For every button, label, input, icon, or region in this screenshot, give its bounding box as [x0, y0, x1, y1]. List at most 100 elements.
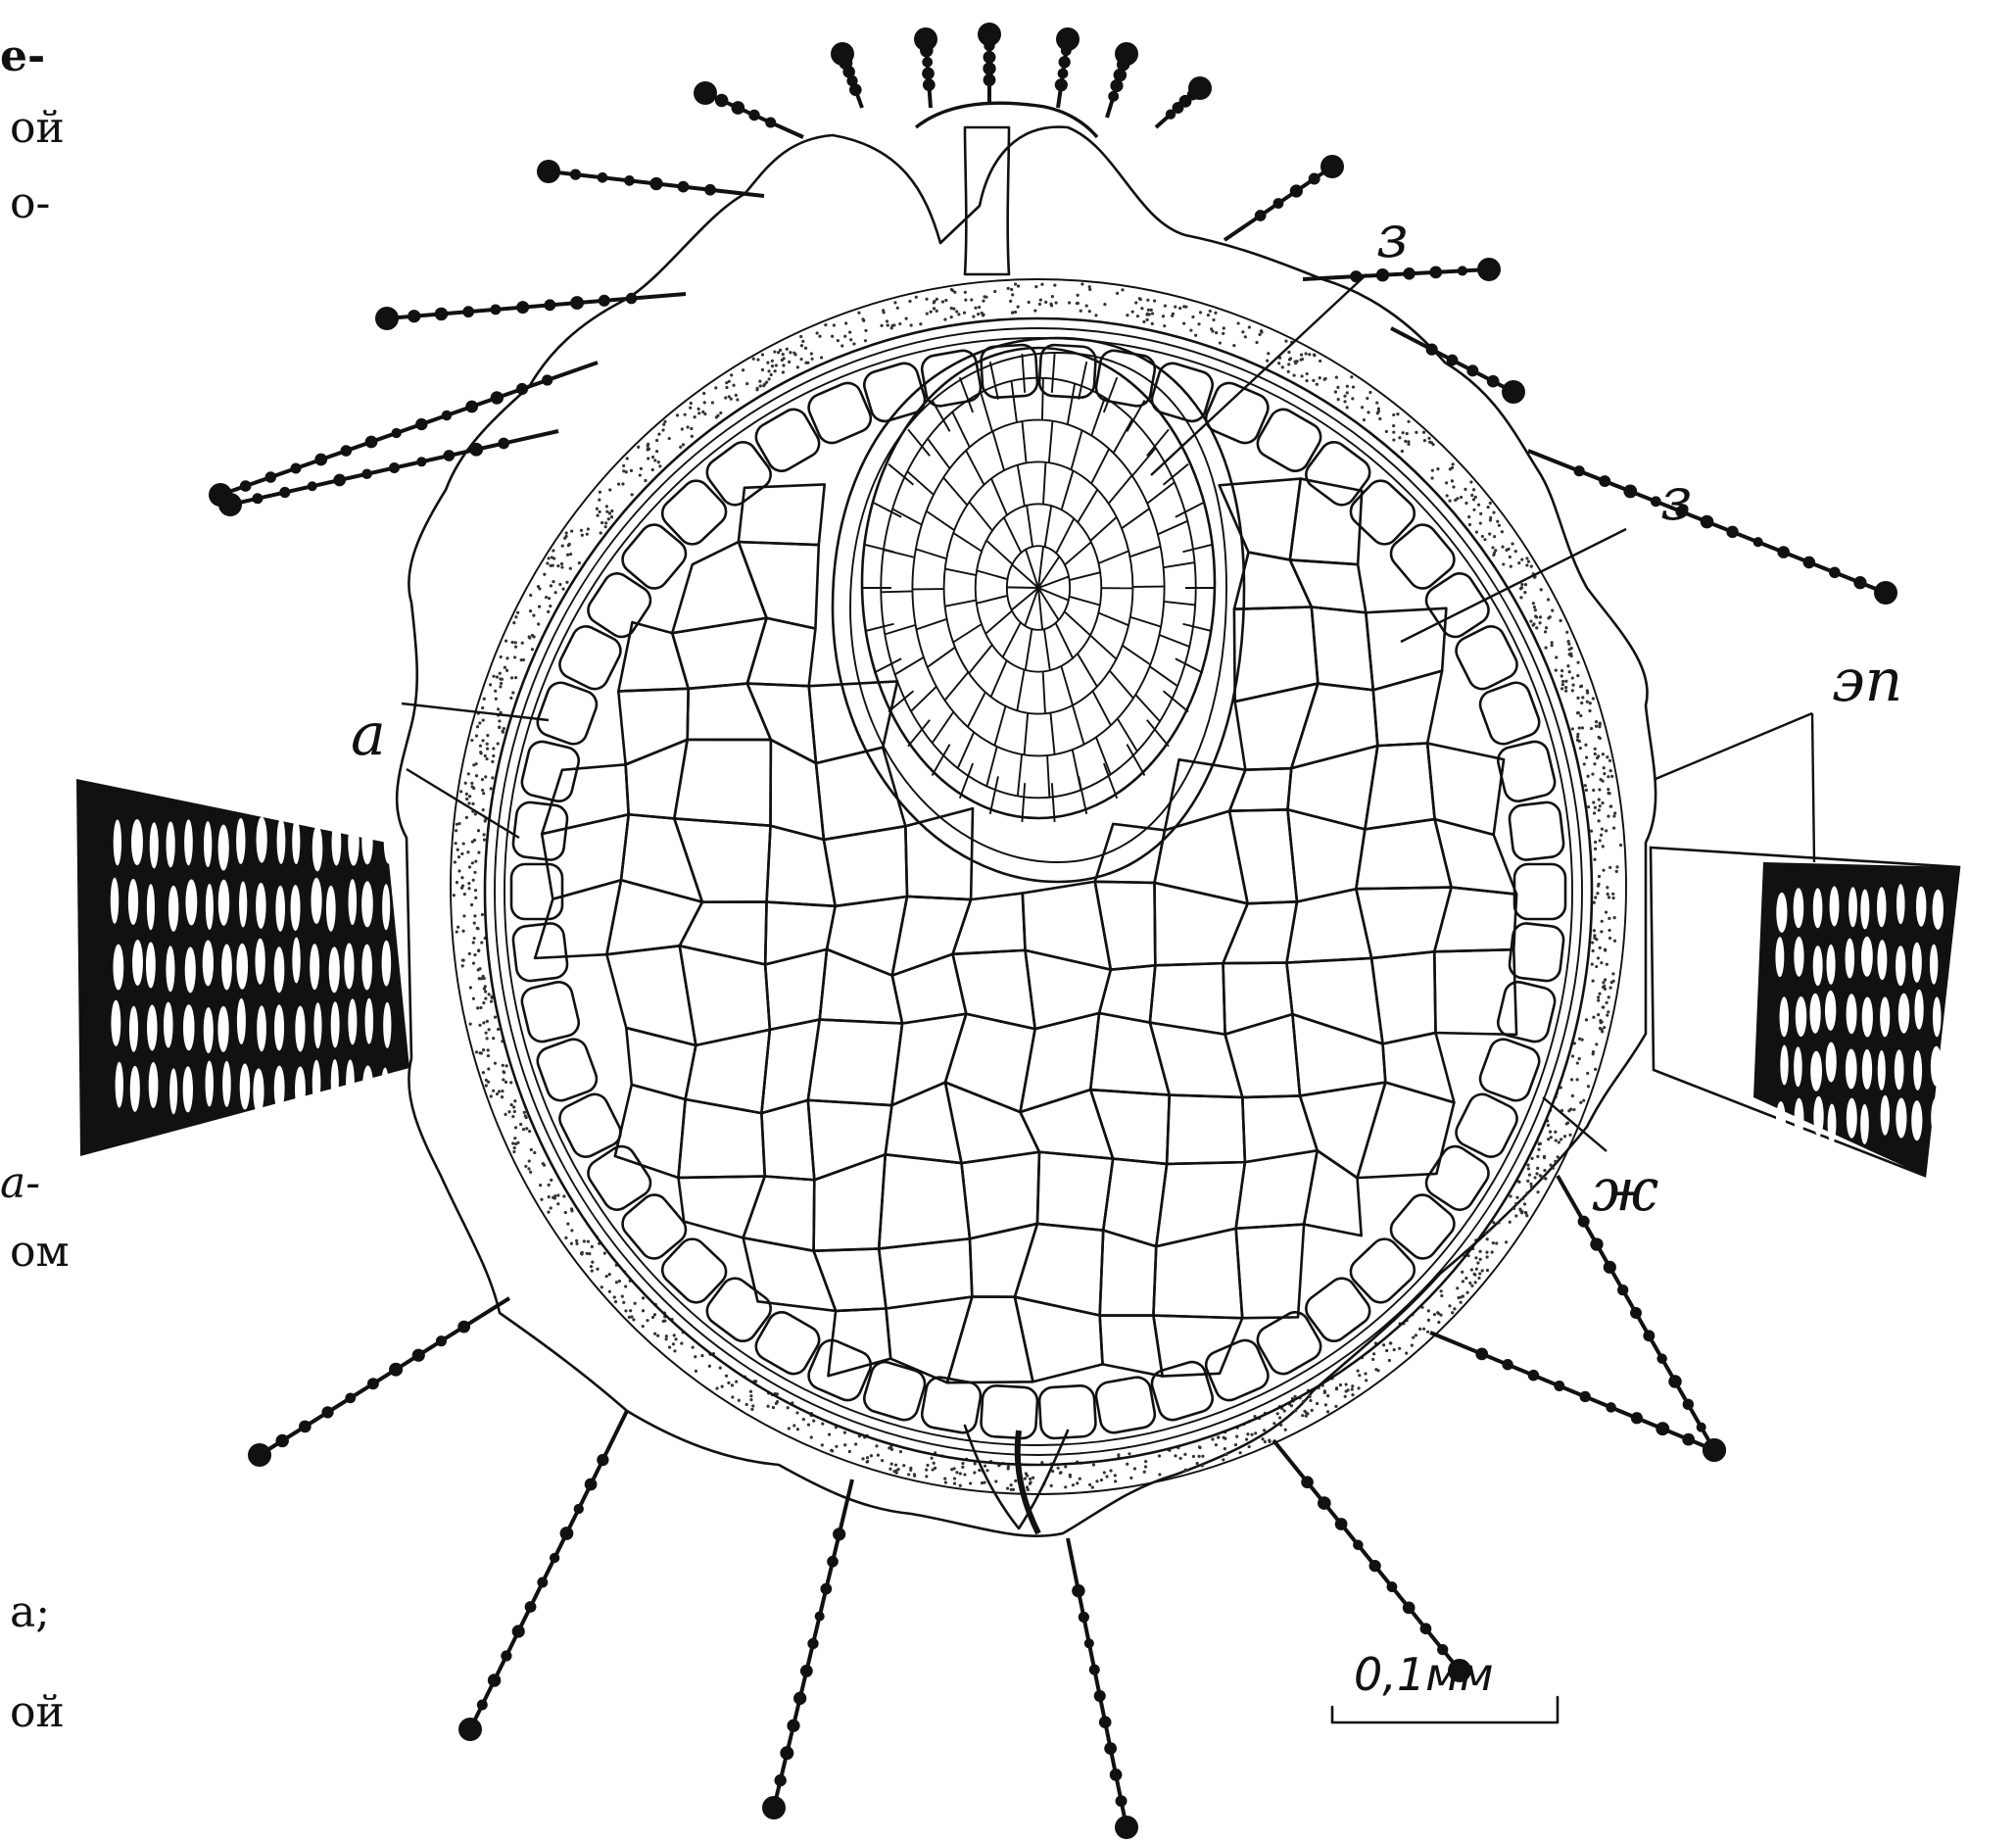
endosperm-cell: [1291, 684, 1377, 769]
endosperm-cell: [1100, 1316, 1163, 1377]
endosperm-cell: [747, 618, 816, 686]
embryo-cell-wall: [945, 601, 977, 606]
embryo-cell-wall: [1056, 518, 1074, 553]
palisade-slit: [1813, 1096, 1823, 1137]
palisade-slit: [147, 884, 155, 930]
endosperm-cell: [1356, 888, 1451, 958]
embryo-cell-wall: [1078, 654, 1097, 687]
palisade-slit: [1913, 1050, 1922, 1091]
endosperm-cell: [953, 894, 1026, 954]
palisade-slit: [1795, 1098, 1804, 1139]
endosperm-cell: [1037, 1152, 1113, 1231]
palisade-slit: [332, 819, 342, 865]
palisade-slit: [1860, 1104, 1869, 1144]
palisade-slit: [1898, 994, 1910, 1034]
palisade-slit: [1780, 996, 1789, 1037]
embryo-cell-wall: [1110, 670, 1133, 698]
palisade-slit: [183, 1004, 195, 1050]
palisade-slit: [1847, 994, 1857, 1034]
palisade-slit: [311, 878, 321, 924]
margin-fragment-4: а-: [0, 1158, 40, 1208]
palisade-slit: [331, 1059, 339, 1105]
endosperm-cell: [761, 1100, 814, 1180]
palisade-slit: [1877, 887, 1887, 927]
endosperm-cell: [1090, 1090, 1170, 1164]
endosperm-cell: [1155, 883, 1248, 965]
palisade-slit: [206, 884, 214, 930]
embryo-cell-wall: [916, 619, 946, 630]
embryo-cell-wall: [969, 502, 992, 530]
embryo-cell-wall: [1182, 624, 1211, 631]
aleurone-cell: [1514, 864, 1565, 919]
embryo-cell-wall: [1164, 562, 1195, 567]
aleurone-cell: [1094, 1375, 1157, 1434]
beaded-hair: [762, 1479, 852, 1819]
palisade-slit: [382, 884, 390, 930]
embryo-cell-wall: [1135, 695, 1160, 721]
embryo-cell-wall: [1056, 623, 1074, 658]
palisade-slit: [169, 1068, 177, 1114]
palisade-slit: [274, 946, 285, 993]
palisade-slit: [331, 1001, 340, 1047]
embryo-cell-wall: [944, 672, 968, 701]
endosperm-cell: [1015, 1224, 1103, 1316]
palisade-slit: [204, 1007, 214, 1053]
label-z-top: з: [1376, 203, 1409, 271]
embryo-cell-wall: [1096, 737, 1111, 774]
endosperm-cell: [1373, 671, 1442, 746]
palisade-slit: [1847, 1098, 1857, 1139]
palisade-slit: [184, 819, 193, 865]
label-zh: ж: [1592, 1156, 1658, 1225]
palisade-slit: [1846, 1048, 1857, 1089]
embryo-cell-wall: [1147, 482, 1175, 504]
palisade-slit: [167, 821, 175, 867]
margin-fragment-5: ом: [10, 1227, 70, 1277]
palisade-slit: [168, 886, 178, 932]
beaded-hair: [1068, 1538, 1138, 1839]
palisade-slit: [1794, 888, 1804, 928]
palisade-slit: [274, 1004, 284, 1050]
beaded-hair: [1273, 1440, 1471, 1682]
endosperm-cell: [1229, 809, 1297, 903]
palisade-slit: [1813, 946, 1823, 986]
palisade-slit: [1830, 886, 1840, 926]
embryo-cell-wall: [1050, 713, 1054, 755]
palisade-slit: [1794, 937, 1803, 977]
margin-text-left-bottom: а- ом а; ой: [0, 1158, 70, 1737]
aleurone-cell: [511, 864, 562, 919]
embryo-cell-wall: [977, 596, 1008, 604]
embryo-cell-wall: [933, 712, 954, 744]
micropyle-top-cap: [916, 103, 1097, 137]
palisade-slit: [1846, 939, 1855, 979]
palisade-slit: [205, 1060, 213, 1106]
palisade-slit: [1862, 1049, 1872, 1090]
beaded-hair: [1107, 42, 1138, 118]
embryo-cell-wall: [1047, 755, 1049, 798]
palisade-slit: [185, 946, 196, 993]
embryo-cell-wall: [1061, 666, 1073, 705]
endosperm-cell: [1287, 809, 1365, 901]
palisade-slit: [1826, 1043, 1837, 1083]
endosperm-cell: [879, 1154, 970, 1248]
beaded-hair: [1224, 155, 1344, 240]
palisade-slit: [111, 1000, 120, 1046]
palisade-slit: [128, 879, 138, 925]
endosperm-cell: [1225, 1014, 1300, 1097]
palisade-slit: [111, 878, 119, 924]
embryo-cell-wall: [865, 624, 893, 631]
endosperm-cell: [674, 818, 770, 901]
palisade-slit: [146, 942, 156, 988]
palisade-slit: [166, 946, 174, 992]
embryo-cell-wall: [986, 747, 997, 786]
embryo-cell-wall: [1025, 713, 1029, 755]
palisade-slit: [361, 944, 372, 990]
palisade-slit: [218, 825, 229, 871]
endosperm-cell: [621, 814, 702, 901]
embryo-cell-wall: [953, 533, 982, 552]
embryo-cell-wall: [885, 625, 915, 634]
palisade-slit: [384, 818, 394, 864]
aleurone-cell: [920, 1375, 983, 1434]
embryo-cell-wall: [865, 545, 893, 552]
embryo-cell-wall: [911, 687, 936, 711]
